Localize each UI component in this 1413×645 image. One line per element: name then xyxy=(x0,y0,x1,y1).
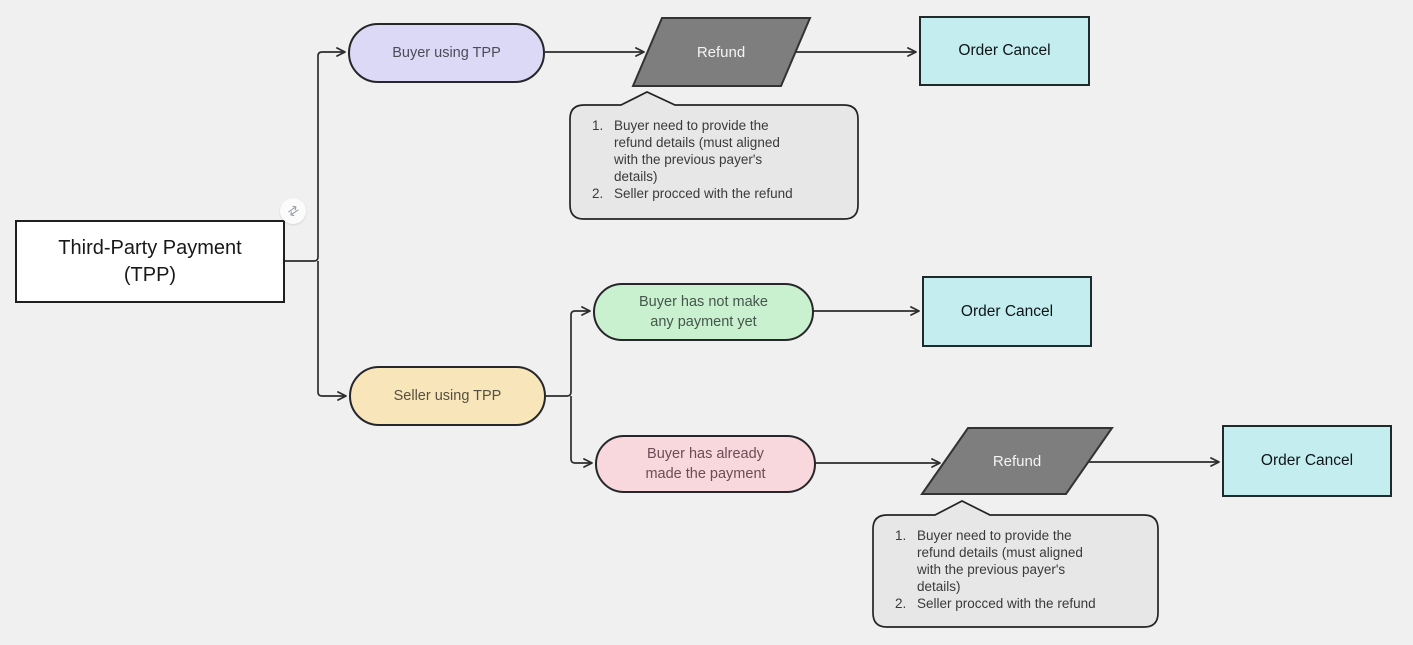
note-1-content: 1. Buyer need to provide the refund deta… xyxy=(592,117,848,202)
node-buyer-using-tpp[interactable]: Buyer using TPP xyxy=(348,23,545,83)
note-1-item-2-text: Seller procced with the refund xyxy=(614,186,793,201)
node-refund-2-shape[interactable] xyxy=(920,427,1114,495)
connector-badge[interactable]: ⇄ xyxy=(280,198,306,224)
connector-seller-to-no-payment[interactable] xyxy=(546,306,591,397)
node-seller-using-tpp[interactable]: Seller using TPP xyxy=(349,366,546,426)
node-buyer-paid[interactable]: Buyer has already made the payment xyxy=(595,435,816,493)
node-seller-using-tpp-label: Seller using TPP xyxy=(393,387,502,404)
node-order-cancel-3-label: Order Cancel xyxy=(1260,452,1354,469)
note-2-item-2-number: 2. xyxy=(895,596,907,611)
note-1-item-1-text: Buyer need to provide the refund details… xyxy=(614,118,780,184)
note-1-item-2-number: 2. xyxy=(592,186,604,201)
node-refund-1-shape[interactable] xyxy=(631,17,812,87)
note-2-item-1: 1. Buyer need to provide the refund deta… xyxy=(895,527,1151,595)
note-bubble-2[interactable] xyxy=(872,500,1159,628)
connector-tpp-to-buyer[interactable] xyxy=(285,47,346,262)
note-2-item-2-text: Seller procced with the refund xyxy=(917,596,1096,611)
node-order-cancel-2-label: Order Cancel xyxy=(960,302,1054,320)
node-order-cancel-2[interactable]: Order Cancel xyxy=(922,276,1092,347)
node-order-cancel-3[interactable]: Order Cancel xyxy=(1222,425,1392,497)
note-2-item-2: 2. Seller procced with the refund xyxy=(895,595,1151,612)
swap-arrows-icon: ⇄ xyxy=(283,201,302,220)
node-buyer-using-tpp-label: Buyer using TPP xyxy=(392,44,501,61)
note-1-item-1-number: 1. xyxy=(592,118,604,133)
node-order-cancel-1-label: Order Cancel xyxy=(958,42,1051,59)
note-1-item-1: 1. Buyer need to provide the refund deta… xyxy=(592,117,848,185)
connector-tpp-to-seller[interactable] xyxy=(317,261,347,401)
node-buyer-no-payment-label: Buyer has not make any payment yet xyxy=(639,293,768,330)
note-1-item-2: 2. Seller procced with the refund xyxy=(592,185,848,202)
node-third-party-payment[interactable]: Third-Party Payment (TPP) xyxy=(15,220,285,303)
node-buyer-paid-label: Buyer has already made the payment xyxy=(645,445,766,482)
node-buyer-no-payment[interactable]: Buyer has not make any payment yet xyxy=(593,283,814,341)
note-2-item-1-number: 1. xyxy=(895,528,907,543)
node-third-party-payment-label: Third-Party Payment (TPP) xyxy=(58,236,242,286)
note-2-item-1-text: Buyer need to provide the refund details… xyxy=(917,528,1083,594)
note-2-content: 1. Buyer need to provide the refund deta… xyxy=(895,527,1151,612)
node-order-cancel-1[interactable]: Order Cancel xyxy=(919,16,1090,86)
connector-seller-to-paid[interactable] xyxy=(570,396,593,468)
note-bubble-1[interactable] xyxy=(569,91,859,220)
